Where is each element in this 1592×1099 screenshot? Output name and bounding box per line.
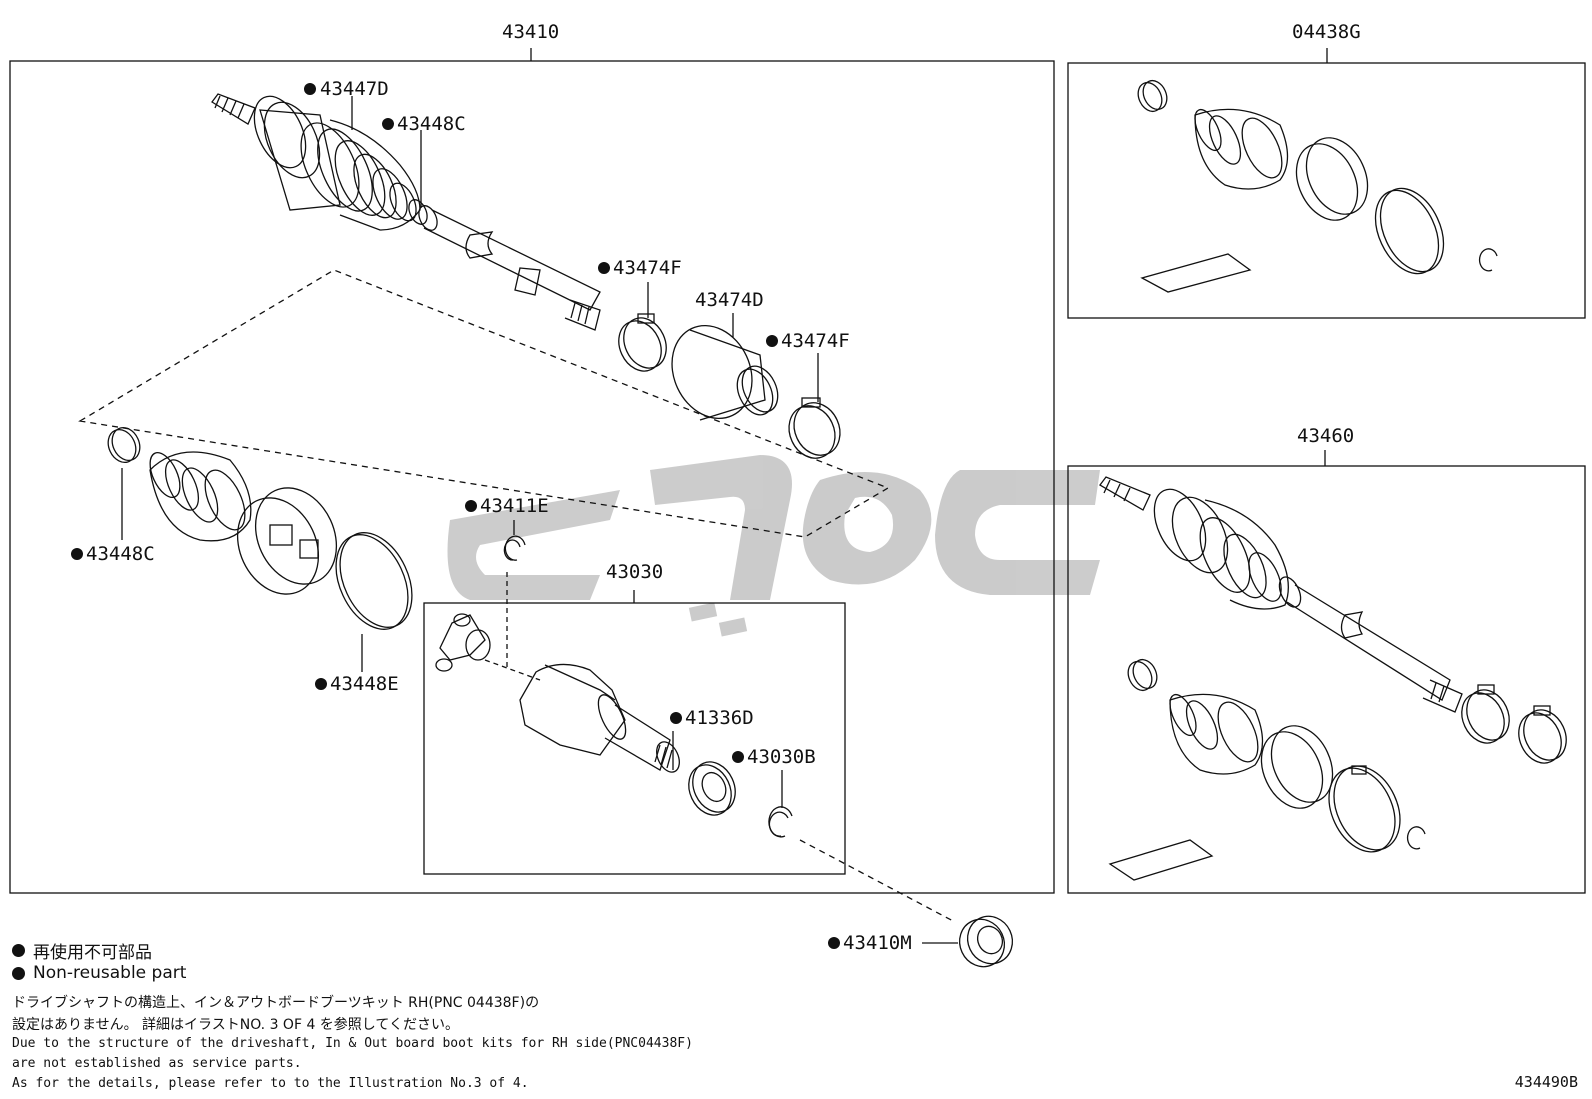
- part-number: 41336D: [685, 707, 754, 729]
- note-jp-line2: 設定はありません。 詳細はイラストNO. 3 OF 4 を参照してください。: [12, 1017, 459, 1033]
- note-en-line2: are not established as service parts.: [12, 1056, 302, 1071]
- part-label-43474D: 43474D: [695, 289, 764, 311]
- watermark-logo: [447, 455, 1100, 637]
- snap-ring-43030B: [768, 806, 793, 838]
- note-jp-line1: ドライブシャフトの構造上、イン＆アウトボードブーツキット RH(PNC 0443…: [12, 995, 540, 1011]
- non-reusable-dot-icon: [12, 966, 25, 980]
- part-label-43474F-upper: 43474F: [598, 257, 682, 279]
- legend-jp: 再使用不可部品: [12, 938, 152, 963]
- boot-kit-04438G-drawing: [1137, 79, 1498, 293]
- drive-shaft-drawing: [211, 93, 601, 331]
- boot-43474D: [671, 324, 779, 421]
- part-number: 43474F: [613, 257, 682, 279]
- inboard-joint-drawing: [435, 613, 680, 773]
- legend-text-jp: 再使用不可部品: [33, 943, 152, 963]
- part-number: 43448C: [397, 113, 466, 135]
- illustration-id: 434490B: [1514, 1073, 1578, 1091]
- assembly-box-43030: [423, 602, 846, 875]
- part-number: 43410M: [843, 932, 912, 954]
- part-label-43410M: 43410M: [828, 932, 912, 954]
- part-label-43448C-left: 43448C: [71, 543, 155, 565]
- part-number: 43447D: [320, 78, 389, 100]
- rh-drive-shaft-drawing: [1099, 476, 1567, 881]
- part-label-43474F-lower: 43474F: [766, 330, 850, 352]
- boot-clamp-43474F-upper: [618, 313, 667, 372]
- exploded-boot-set: [107, 426, 413, 630]
- part-label-43448C-upper: 43448C: [382, 113, 466, 135]
- assembly-box-43460: [1067, 465, 1586, 894]
- note-en-line3: As for the details, please refer to to t…: [12, 1076, 529, 1091]
- part-label-43411E: 43411E: [465, 495, 549, 517]
- assembly-box-43410: [9, 60, 1055, 894]
- part-number: 43474F: [781, 330, 850, 352]
- seal-41336D: [688, 761, 736, 816]
- legend-en: Non-reusable part: [12, 963, 186, 983]
- bearing-43410M: [958, 915, 1014, 968]
- part-number: 43030B: [747, 746, 816, 768]
- label-assembly-43030: 43030: [606, 561, 663, 583]
- part-label-43448E: 43448E: [315, 673, 399, 695]
- legend-text-en: Non-reusable part: [33, 963, 187, 983]
- part-number: 43411E: [480, 495, 549, 517]
- snap-ring-43411E: [503, 535, 526, 561]
- part-number: 43448E: [330, 673, 399, 695]
- part-label-43030B: 43030B: [732, 746, 816, 768]
- label-assembly-04438G: 04438G: [1292, 21, 1361, 43]
- label-assembly-43460: 43460: [1297, 425, 1354, 447]
- part-number: 43474D: [695, 289, 764, 311]
- part-label-43447D: 43447D: [304, 78, 389, 100]
- part-label-41336D: 41336D: [670, 707, 754, 729]
- part-number: 43448C: [86, 543, 155, 565]
- label-assembly-43410: 43410: [502, 21, 559, 43]
- note-en-line1: Due to the structure of the driveshaft, …: [12, 1036, 693, 1051]
- non-reusable-dot-icon: [12, 944, 25, 957]
- boot-clamp-43474F-lower: [788, 397, 841, 459]
